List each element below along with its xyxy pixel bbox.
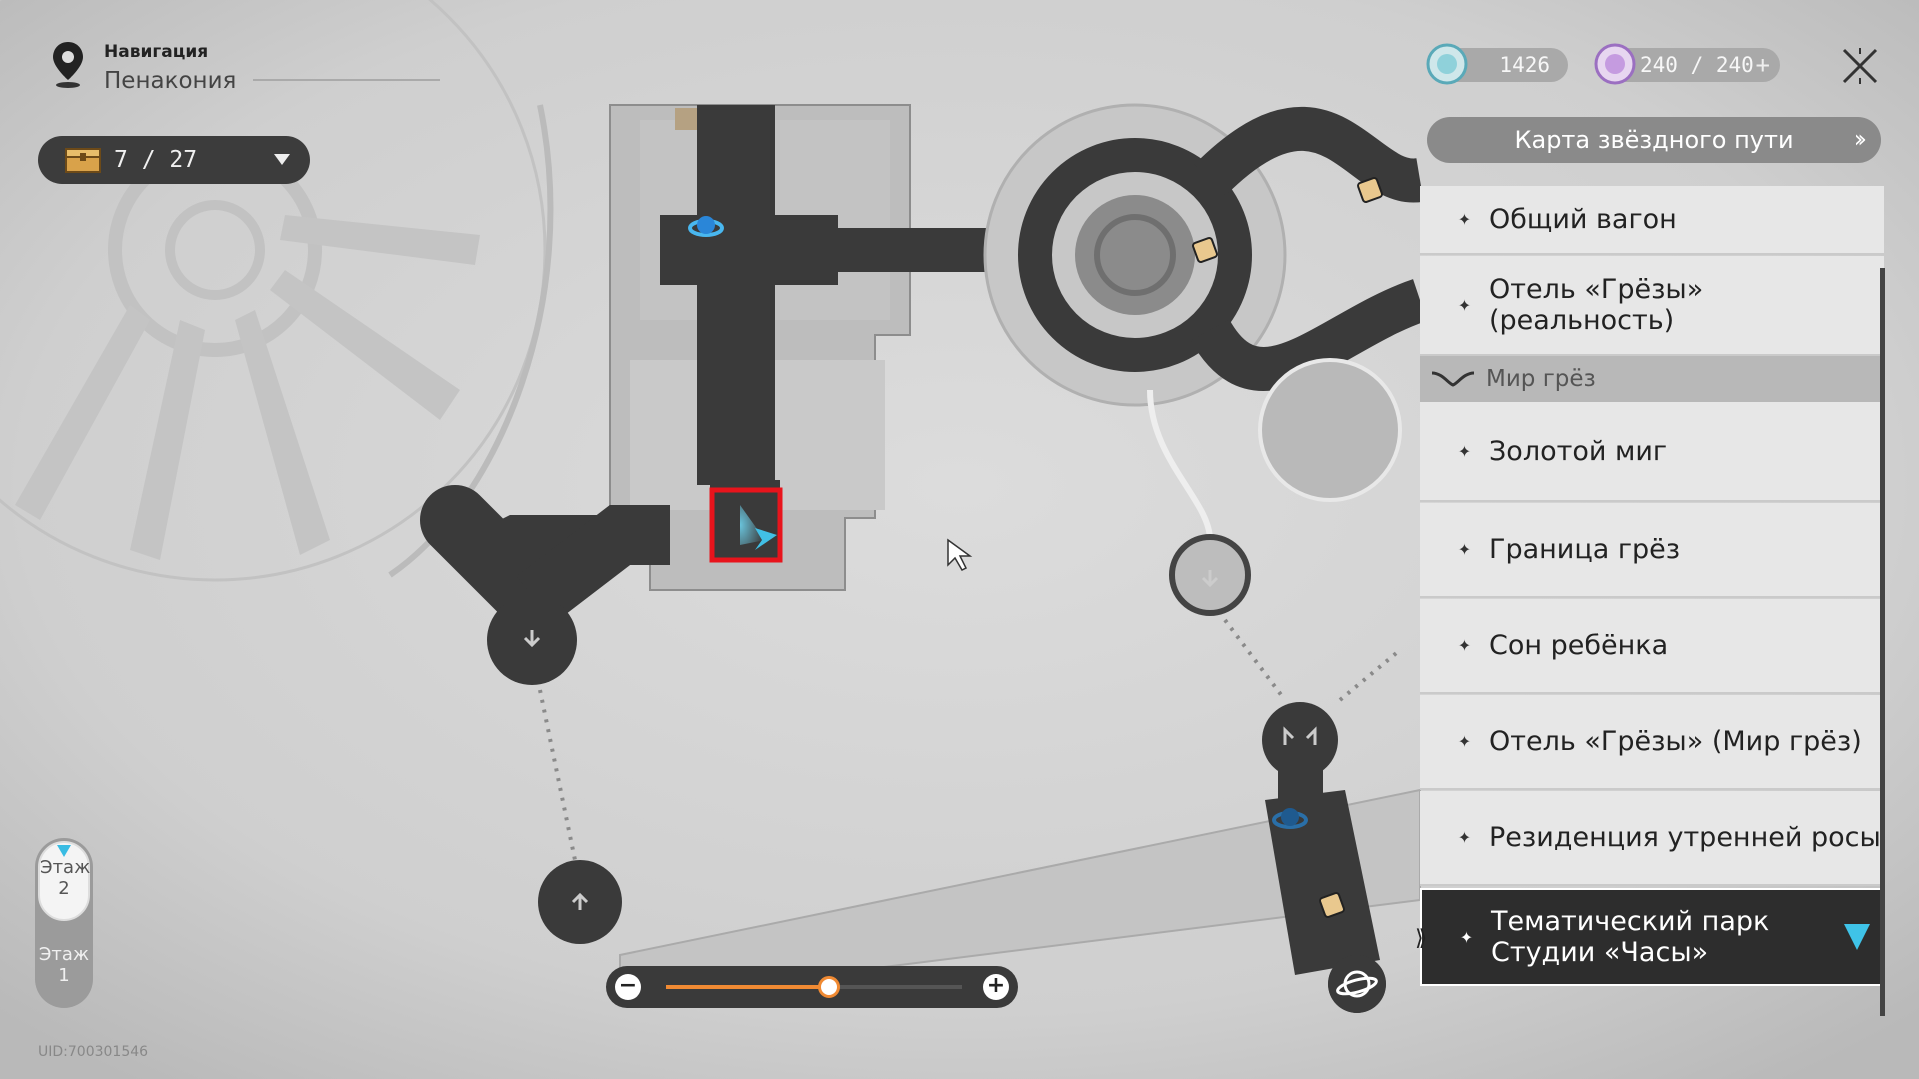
zoom-fill [666,985,829,989]
star-icon: ✦ [1457,210,1472,229]
add-power-icon[interactable]: + [1755,51,1770,79]
location-item[interactable]: ✦ Резиденция утренней росы [1420,791,1884,886]
stellar-jade-counter: 1426 [1426,43,1568,85]
treasure-chest-icon [65,148,101,173]
star-icon: ✦ [1457,732,1472,751]
target-highlight [709,487,783,563]
dotted-route [538,618,1402,861]
puzzle-icon[interactable] [1192,177,1383,918]
planet-icon[interactable] [1328,955,1386,1013]
navigation-caption: Навигация [104,42,209,62]
current-floor-marker-icon [57,845,71,857]
zoom-in-button[interactable]: + [983,974,1009,1000]
zoom-control: − + [606,966,1018,1008]
zoom-slider[interactable] [666,976,962,998]
mouse-cursor [947,538,973,571]
zoom-out-button[interactable]: − [615,974,641,1000]
floor-1-button[interactable]: Этаж 1 [35,944,93,986]
player-marker [740,505,777,550]
trailblaze-power-counter: 240 / 240 + [1594,43,1780,85]
chevron-right-icon: ›› [1853,125,1867,153]
star-icon: ✦ [1457,295,1472,315]
floor-2-label: Этаж 2 [40,857,91,899]
star-rail-map-label: Карта звёздного пути [1514,126,1794,154]
location-item[interactable]: ✦ Золотой миг [1420,402,1884,502]
header-divider [253,79,440,81]
waypoint-arrows [523,570,1317,910]
star-icon: ✦ [1457,636,1472,655]
user-id: UID:700301546 [38,1044,149,1060]
selection-pointer-icon: ⟫ [1415,926,1428,951]
close-icon[interactable] [1840,46,1880,86]
floor-1-label: Этаж 1 [38,944,90,986]
navigation-header: Навигация Пенакония [50,40,236,94]
star-rail-map-button[interactable]: Карта звёздного пути ›› [1427,117,1881,163]
plaza-circle [983,103,1428,616]
space-anchor-icon[interactable] [688,216,724,237]
star-icon: ✦ [1457,540,1472,559]
gate-icon [675,108,697,130]
zoom-thumb[interactable] [818,976,840,998]
location-item[interactable]: ✦ Общий вагон [1420,186,1884,255]
chest-count: 7 / 27 [114,147,198,173]
location-item[interactable]: ✦ Граница грёз [1420,503,1884,598]
location-item[interactable]: ✦ Сон ребёнка [1420,599,1884,694]
collapse-chevron-icon [1431,371,1475,387]
chest-counter[interactable]: 7 / 27 [38,136,310,184]
star-icon: ✦ [1457,828,1472,847]
location-list[interactable]: ✦ Общий вагон ✦ Отель «Грёзы» (реальност… [1420,186,1885,1021]
current-location-marker-icon [1844,924,1870,950]
location-item[interactable]: ✦ Отель «Грёзы» (Мир грёз) [1420,695,1884,790]
location-item[interactable]: ✦ Отель «Грёзы» (реальность) [1420,256,1884,356]
list-scrollbar[interactable] [1880,268,1885,1016]
region-name: Пенакония [104,68,237,94]
space-anchor-icon[interactable] [1272,808,1308,829]
dropdown-arrow-icon [274,154,290,165]
stellar-jade-amount: 1426 [1499,53,1550,77]
floor-2-button[interactable]: Этаж 2 [38,841,90,921]
location-group-header[interactable]: Мир грёз [1420,356,1884,402]
floor-switch[interactable]: Этаж 2 Этаж 1 [35,838,93,1008]
star-icon: ✦ [1457,441,1472,461]
trailblaze-power-icon [1594,43,1636,85]
location-item-active[interactable]: ✦ Тематический парк Студии «Часы» [1420,888,1884,986]
stellar-jade-icon [1426,43,1468,85]
trailblaze-power-amount: 240 / 240 [1640,53,1754,77]
star-icon: ✦ [1459,927,1474,947]
wheel-spokes [15,215,480,560]
location-pin-icon [53,42,83,88]
map-paths [420,105,1095,944]
